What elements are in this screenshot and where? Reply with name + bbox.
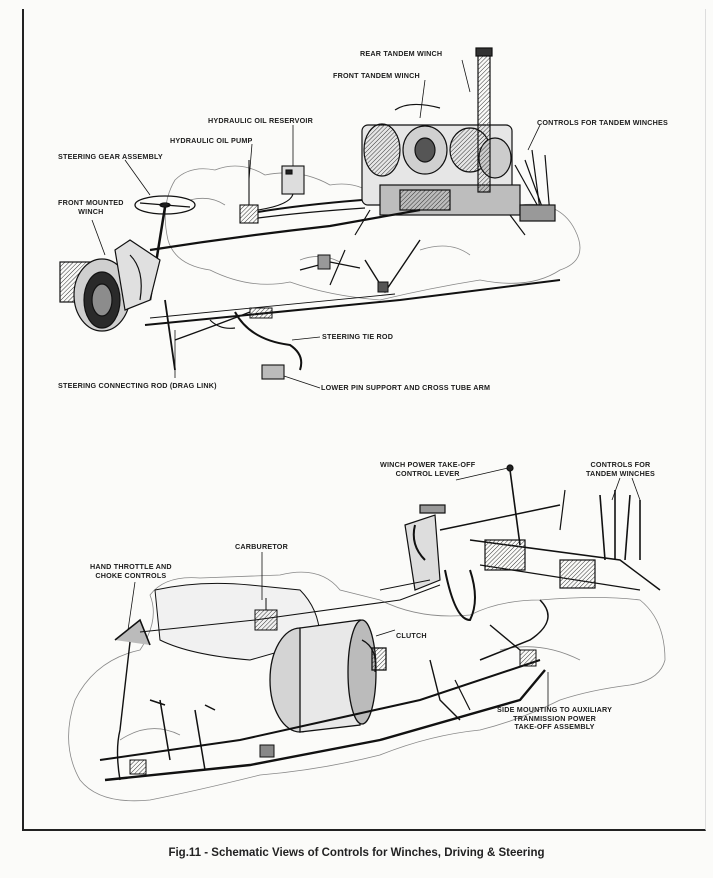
- label-side-mounting-line3: TAKE-OFF ASSEMBLY: [514, 722, 595, 731]
- label-rear-tandem-winch: REAR TANDEM WINCH: [360, 49, 443, 58]
- label-controls-for-line2: TANDEM WINCHES: [586, 468, 655, 478]
- label-controls-for-tandem-winches: CONTROLS FOR TANDEM WINCHES: [537, 118, 669, 127]
- top-leader-lines: [91, 59, 541, 389]
- label-front-mounted-winch-line1: FRONT MOUNTED: [58, 198, 124, 207]
- label-carburetor: CARBURETOR: [235, 542, 288, 551]
- label-hand-throttle-line1: HAND THROTTLE AND: [90, 562, 172, 571]
- label-hand-throttle: HAND THROTTLE AND CHOKE CONTROLS: [90, 562, 172, 580]
- page-frame: [22, 9, 706, 831]
- label-steering-connecting-rod: STEERING CONNECTING ROD (DRAG LINK): [58, 381, 217, 390]
- tandem-winches: [354, 47, 556, 236]
- label-side-mounting-line1: SIDE MOUNTING TO AUXILIARY: [497, 705, 613, 714]
- winch-pto-controls: [379, 464, 661, 661]
- label-winch-pto-line1: WINCH POWER TAKE-OFF: [380, 460, 476, 469]
- label-controls-for-line1: CONTROLS FOR: [590, 460, 651, 469]
- label-lower-pin-support: LOWER PIN SUPPORT AND CROSS TUBE ARM: [321, 383, 491, 392]
- label-winch-power-take-off: WINCH POWER TAKE-OFF CONTROL LEVER: [380, 460, 476, 478]
- label-front-tandem-winch: FRONT TANDEM WINCH: [333, 71, 420, 80]
- label-hydraulic-oil-reservoir: HYDRAULIC OIL RESERVOIR: [208, 116, 313, 125]
- label-steering-tie-rod: STEERING TIE ROD: [322, 332, 394, 341]
- top-linkages: [144, 208, 561, 380]
- label-hydraulic-oil-pump: HYDRAULIC OIL PUMP: [170, 136, 253, 145]
- hydraulic-system: [239, 160, 366, 224]
- bottom-leader-lines: [127, 467, 641, 708]
- label-controls-for-tandem-winches-bottom: CONTROLS FOR TANDEM WINCHES: [586, 460, 655, 478]
- label-winch-pto-line2: CONTROL LEVER: [395, 468, 460, 478]
- label-side-mounting: SIDE MOUNTING TO AUXILIARY TRANMISSION P…: [497, 705, 613, 732]
- label-front-mounted-winch-line2: WINCH: [78, 206, 104, 216]
- bottom-linkages: [99, 584, 546, 782]
- label-hand-throttle-line2: CHOKE CONTROLS: [95, 570, 167, 580]
- label-clutch: CLUTCH: [396, 631, 427, 640]
- label-front-mounted-winch: FRONT MOUNTED WINCH: [58, 198, 124, 216]
- front-winch: [59, 239, 161, 332]
- label-steering-gear-assembly: STEERING GEAR ASSEMBLY: [58, 152, 163, 161]
- figure-caption: Fig.11 - Schematic Views of Controls for…: [168, 847, 545, 859]
- clutch-housing: [269, 619, 387, 733]
- label-side-mounting-line2: TRANMISSION POWER: [513, 713, 597, 723]
